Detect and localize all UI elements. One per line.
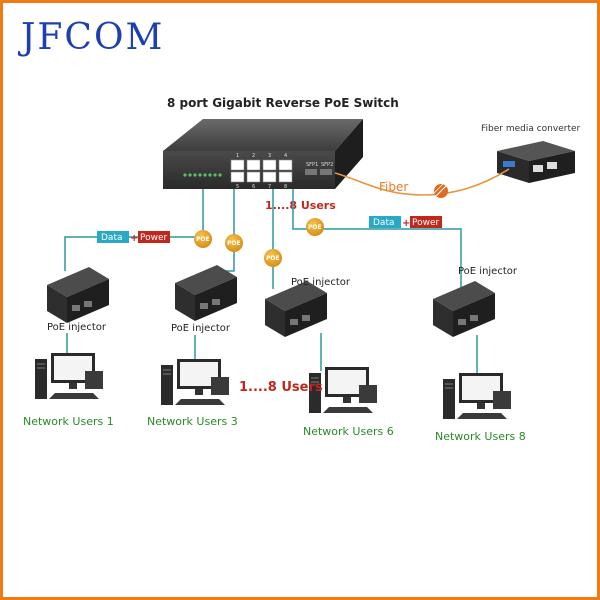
- port-6: [246, 171, 261, 183]
- user-label-6: Network Users 6: [303, 425, 394, 438]
- poe-badge-1-label: POE: [196, 236, 210, 243]
- users-range-mid: 1....8 Users: [239, 380, 323, 395]
- poe-badge-4: POE: [306, 218, 324, 236]
- network-diagram: JFCOM 8 port Gigabit Reverse PoE Switch …: [17, 17, 581, 443]
- fiber-media-converter: [497, 141, 575, 183]
- data-power-tag-right: Data + Power: [369, 216, 442, 229]
- users-range-top: 1....8 Users: [265, 199, 336, 212]
- brand-logo: JFCOM: [17, 17, 164, 58]
- injector-second-label: PoE injector: [171, 323, 231, 334]
- port-num-3: 3: [268, 153, 271, 159]
- link-user3: [217, 189, 235, 272]
- port-1: [230, 159, 245, 171]
- port-num-4: 4: [284, 153, 287, 159]
- fiber-label: Fiber: [379, 180, 408, 194]
- injector-left-label: PoE injector: [47, 322, 107, 333]
- fiber-link: [334, 168, 510, 196]
- link-user8: [292, 189, 462, 291]
- port-num-5: 5: [236, 184, 239, 190]
- plus-right: +: [402, 218, 410, 229]
- fiber-connector-icon: [433, 182, 448, 198]
- data-tag-left: Data: [101, 233, 123, 243]
- poe-badge-1: POE: [194, 230, 212, 248]
- user-label-1: Network Users 1: [23, 415, 114, 428]
- poe-badge-2: POE: [225, 234, 243, 252]
- port-7: [262, 171, 277, 183]
- port-2: [246, 159, 261, 171]
- pc-user-1: [35, 353, 103, 399]
- poe-badge-4-label: POE: [308, 224, 322, 231]
- plus-left: +: [130, 233, 138, 244]
- user-label-8: Network Users 8: [435, 430, 526, 443]
- injector-middle: [265, 281, 327, 337]
- data-tag-right: Data: [373, 218, 395, 228]
- injector-right-label: PoE injector: [458, 266, 518, 277]
- poe-switch: 1 2 3 4 5 6 7 8 SFP1 SFP2: [163, 119, 363, 190]
- port-8: [278, 171, 293, 183]
- poe-badge-2-label: POE: [227, 240, 241, 247]
- injector-pc-links: [66, 333, 478, 375]
- link-user1: [64, 189, 204, 271]
- port-num-6: 6: [252, 184, 255, 190]
- user-label-3: Network Users 3: [147, 415, 238, 428]
- sfp2-port: [320, 169, 332, 175]
- port-4: [278, 159, 293, 171]
- pc-user-8: [443, 373, 511, 419]
- converter-label: Fiber media converter: [481, 124, 581, 134]
- injector-left: [47, 267, 109, 323]
- poe-badge-3-label: POE: [266, 255, 280, 262]
- sfp1-label: SFP1: [306, 162, 318, 168]
- port-num-1: 1: [236, 153, 239, 159]
- power-tag-right: Power: [412, 218, 440, 228]
- pc-user-3: [161, 359, 229, 405]
- port-num-2: 2: [252, 153, 255, 159]
- injector-second: [175, 265, 237, 321]
- power-tag-left: Power: [140, 233, 168, 243]
- port-3: [262, 159, 277, 171]
- injector-middle-label: PoE injector: [291, 277, 351, 288]
- switch-title: 8 port Gigabit Reverse PoE Switch: [167, 96, 399, 110]
- port-num-8: 8: [284, 184, 287, 190]
- port-num-7: 7: [268, 184, 271, 190]
- sfp2-label: SFP2: [321, 162, 333, 168]
- port-5: [230, 171, 245, 183]
- data-power-tag-left: Data + Power: [97, 231, 170, 244]
- injector-right: [433, 281, 495, 337]
- sfp1-port: [305, 169, 317, 175]
- poe-badge-3: POE: [264, 249, 282, 267]
